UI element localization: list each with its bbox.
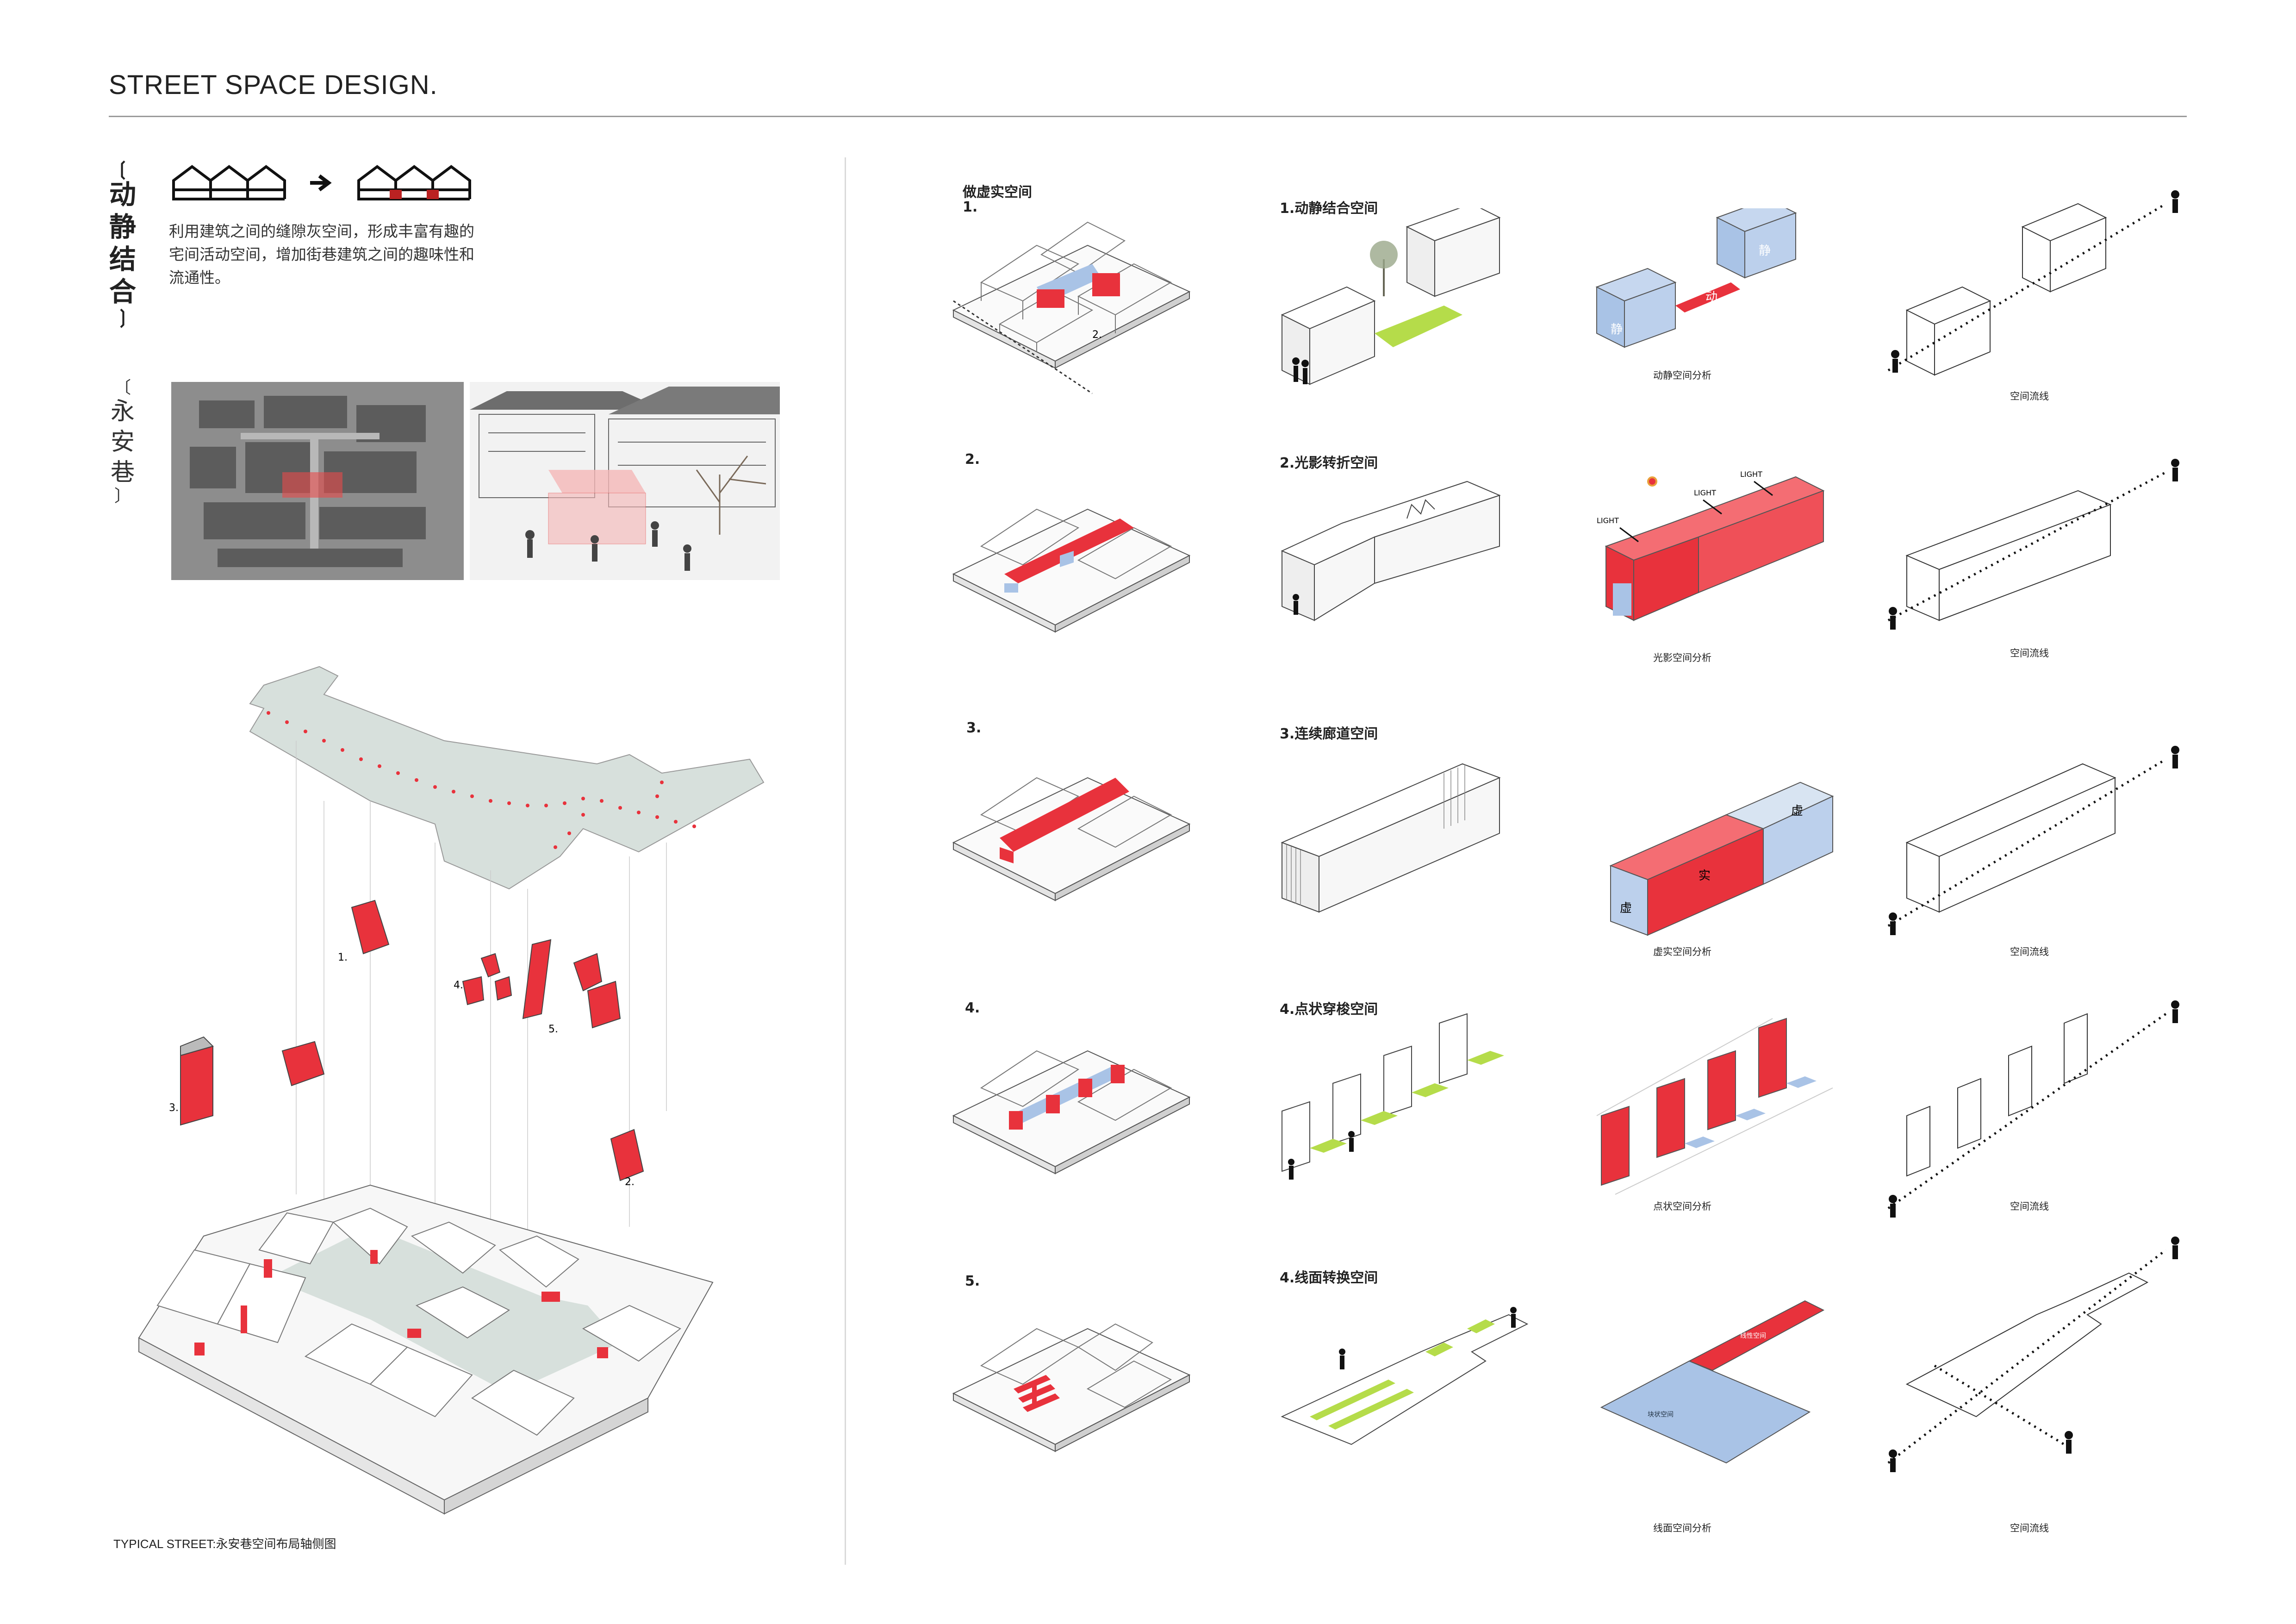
mark-xu: 虚 [1620,901,1632,915]
row-title-4: 4.点状穿梭空间 [1280,1001,1378,1018]
mark-jing: 静 [1759,244,1771,258]
aerial-photo [171,382,464,580]
row-title-2: 2.光影转折空间 [1280,455,1378,471]
row-number-2: 2. [965,451,980,468]
axon-label: 5. [548,1024,558,1035]
analysis-diagram-column: 静 动 静 LIGHT LIGHT LIGHT 虚 实 虚 [1595,208,1834,1464]
axon-label: 2. [625,1176,635,1188]
block-label-2: 2. [1092,329,1102,341]
tag1-char: 合 [109,276,136,307]
block-axon-column: 2. [952,221,1191,1452]
flow-caption-5: 空间流线 [2010,1523,2049,1534]
analysis-caption-3: 虚实空间分析 [1653,946,1711,957]
flow-caption-1: 空间流线 [2010,391,2049,402]
right-header: 做虚实空间 [963,184,1032,200]
exploded-axonometric: 1. 2. 3. 4. 5. [138,666,765,1515]
row-number-4: 4. [965,1000,980,1016]
flow-caption-4: 空间流线 [2010,1201,2049,1212]
flow-caption-3: 空间流线 [2010,946,2049,957]
analysis-caption-5: 线面空间分析 [1653,1523,1711,1534]
row-title-1: 1.动静结合空间 [1280,200,1378,217]
mark-shi: 实 [1699,869,1711,883]
flow-caption-2: 空间流线 [2010,648,2049,659]
axon-label: 3. [169,1102,179,1114]
tag2-char: 巷 [110,459,135,487]
axon-label: 4. [454,980,463,991]
row-number-5: 5. [965,1273,980,1289]
space-diagram-column [1281,208,1529,1445]
row-number-3: 3. [966,720,982,736]
mark-dong: 动 [1705,290,1717,304]
page-title: STREET SPACE DESIGN. [109,70,438,100]
column-divider [845,157,846,1565]
street-sketch [470,382,780,580]
mark-light: LIGHT [1597,516,1619,525]
tag-yongan: 〔 永 安 巷 〕 [106,380,139,505]
mark-light: LIGHT [1694,488,1716,497]
tag2-char: 安 [110,428,135,456]
axon-label: 1. [338,952,348,963]
flow-diagram-column [1887,190,2179,1472]
row-title-5: 4.线面转换空间 [1280,1270,1378,1286]
description: 利用建筑之间的缝隙灰空间，形成丰富有趣的宅间活动空间，增加街巷建筑之间的趣味性和… [169,222,474,287]
tag1-char: 动 [109,179,136,210]
tag1-char: 静 [109,211,136,243]
row-number-1: 1. [963,199,978,215]
analysis-caption-2: 光影空间分析 [1653,652,1711,663]
tag-dongjing: ❲ 动 静 结 合 ❳ [106,160,139,326]
mark-line: 线性空间 [1740,1332,1766,1340]
row-title-3: 3.连续廊道空间 [1280,726,1378,742]
mark-light: LIGHT [1740,470,1762,479]
analysis-caption-4: 点状空间分析 [1653,1201,1711,1212]
axon-caption: TYPICAL STREET:永安巷空间布局轴侧图 [113,1537,336,1551]
tag2-char: 永 [110,398,135,425]
mark-jing: 静 [1611,323,1623,337]
mark-xu: 虚 [1791,804,1803,818]
tag1-char: 结 [109,244,136,275]
header-divider [109,116,2187,117]
house-transform-icon [172,165,471,200]
analysis-caption-1: 动静空间分析 [1653,370,1711,381]
mark-block: 块状空间 [1648,1411,1674,1418]
